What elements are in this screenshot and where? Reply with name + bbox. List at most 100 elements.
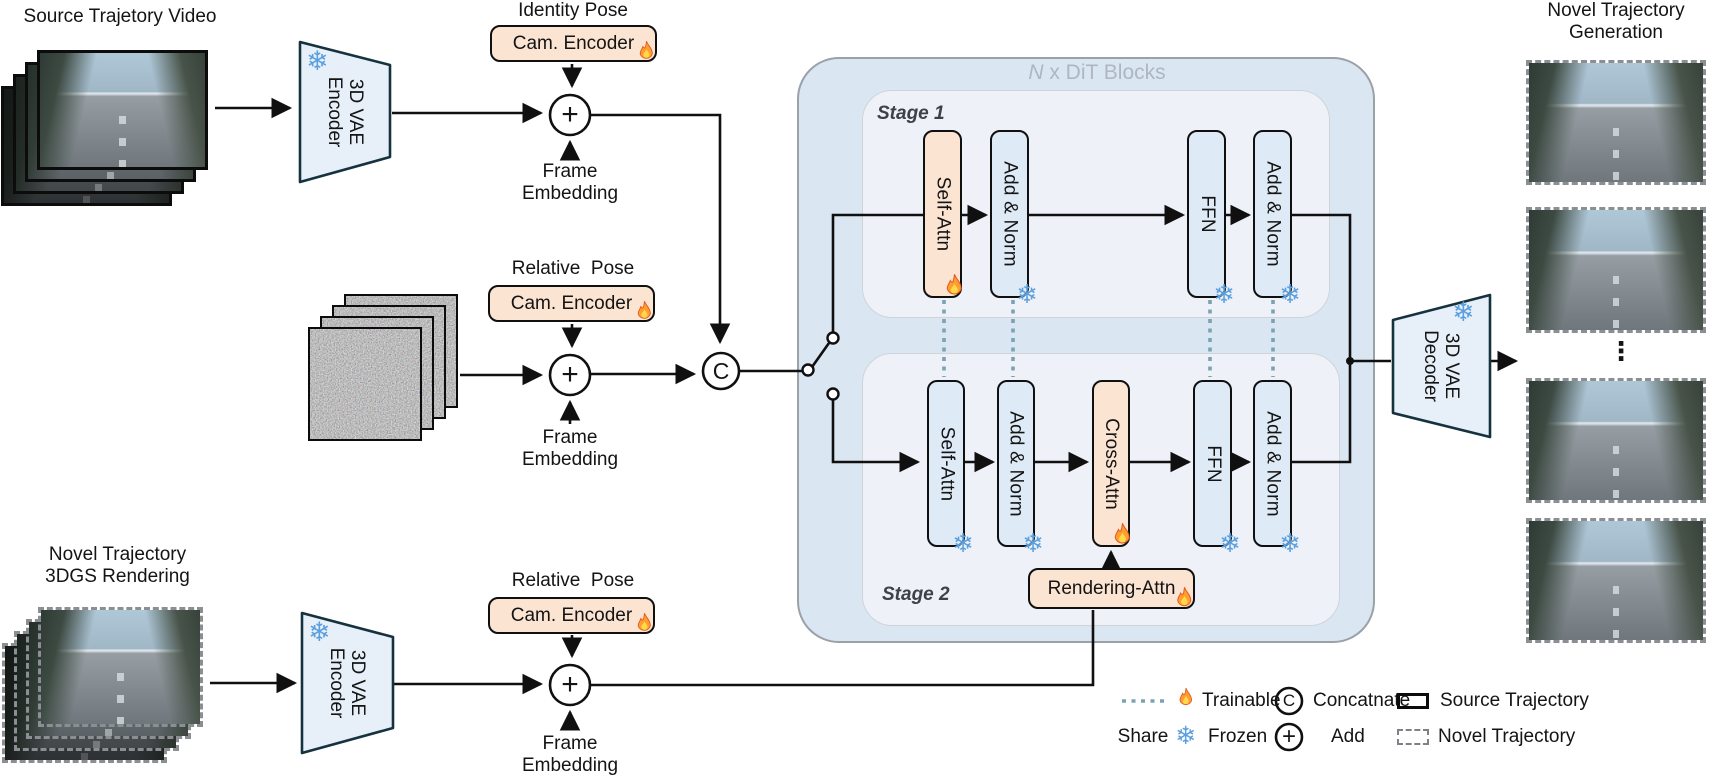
trainable-fire-icon bbox=[939, 273, 970, 304]
dit-title-rest: x DiT Blocks bbox=[1043, 61, 1166, 84]
frozen-snowflake-icon: ❄ bbox=[1279, 279, 1301, 309]
output-frame-2 bbox=[1526, 207, 1706, 333]
dit-blocks-title: N x DiT Blocks bbox=[997, 61, 1197, 85]
frozen-snowflake-icon: ❄ bbox=[1219, 528, 1241, 558]
frozen-snowflake-icon: ❄ bbox=[952, 528, 974, 558]
vae-decoder-line2: Decoder bbox=[1420, 330, 1441, 402]
legend-add-label: Add bbox=[1331, 726, 1365, 747]
frame-embedding-top-label: Frame Embedding bbox=[500, 161, 640, 205]
novel-rendering-line1: Novel Trajectory bbox=[48, 544, 187, 565]
legend-source-rect-icon bbox=[1397, 693, 1429, 709]
stage1-self-attn-label: Self-Attn bbox=[932, 176, 954, 252]
stage2-add-norm-1-label: Add & Norm bbox=[1006, 410, 1028, 517]
frame-embedding-top-line2: Embedding bbox=[521, 183, 619, 204]
stage2-self-attn-label: Self-Attn bbox=[936, 426, 958, 501]
frame-embedding-mid-line2: Embedding bbox=[521, 449, 619, 470]
stage2-add-norm-2-block: Add & Norm ❄ bbox=[1253, 380, 1301, 556]
cam-encoder-top: Cam. Encoder bbox=[490, 25, 657, 62]
rendering-attn-block: Rendering-Attn bbox=[1028, 568, 1195, 609]
trainable-fire-icon bbox=[631, 612, 658, 639]
frozen-snowflake-icon: ❄ bbox=[1022, 528, 1044, 558]
cam-encoder-top-label: Cam. Encoder bbox=[512, 32, 635, 54]
trainable-fire-icon bbox=[1170, 586, 1199, 615]
frame-embedding-bottom-label: Frame Embedding bbox=[500, 733, 640, 777]
stage1-label: Stage 1 bbox=[877, 103, 945, 124]
trainable-fire-icon bbox=[1173, 687, 1199, 713]
stage2-add-norm-1-block: Add & Norm ❄ bbox=[997, 380, 1044, 556]
frozen-snowflake-icon: ❄ bbox=[1175, 722, 1196, 750]
trainable-fire-icon bbox=[631, 300, 658, 327]
stage2-add-norm-2-label: Add & Norm bbox=[1262, 410, 1284, 517]
vae-decoder-label: 3D VAE Decoder bbox=[1420, 296, 1462, 436]
add-operator-bottom: + bbox=[561, 668, 579, 701]
frozen-snowflake-icon: ❄ bbox=[1213, 279, 1235, 309]
frozen-snowflake-icon: ❄ bbox=[306, 46, 329, 76]
relative-pose-mid-label: Relative Pose bbox=[511, 258, 635, 279]
add-operator-mid: + bbox=[561, 358, 579, 391]
frozen-snowflake-icon: ❄ bbox=[308, 617, 331, 647]
frozen-snowflake-icon: ❄ bbox=[1279, 528, 1301, 558]
frozen-snowflake-icon: ❄ bbox=[1452, 297, 1475, 327]
legend-concat-label: Concatnate bbox=[1313, 690, 1411, 711]
noise-frame-1 bbox=[308, 327, 422, 441]
stage1-ffn-block: FFN ❄ bbox=[1187, 130, 1235, 307]
cam-encoder-mid-label: Cam. Encoder bbox=[510, 292, 633, 314]
legend-add-icon: + bbox=[1281, 723, 1296, 750]
stage2-ffn-block: FFN ❄ bbox=[1193, 380, 1241, 556]
add-operator-top: + bbox=[561, 98, 579, 131]
output-frame-3 bbox=[1526, 378, 1706, 503]
source-frame-1 bbox=[37, 50, 208, 170]
stage2-cross-attn-label: Cross-Attn bbox=[1101, 417, 1122, 510]
relative-pose-bottom-label: Relative Pose bbox=[511, 570, 635, 591]
output-frame-4 bbox=[1526, 518, 1706, 643]
output-ellipsis: ⋮ bbox=[1608, 336, 1634, 366]
vae-encoder-top-line2: Encoder bbox=[324, 76, 345, 148]
vae-encoder-top-line1: 3D VAE bbox=[345, 78, 366, 146]
novel-rendering-line2: 3DGS Rendering bbox=[45, 566, 190, 587]
stage1-self-attn-block: Self-Attn bbox=[923, 130, 962, 298]
trainable-fire-icon bbox=[633, 40, 660, 67]
frame-embedding-bottom-line2: Embedding bbox=[521, 755, 619, 776]
vae-encoder-bottom-line1: 3D VAE bbox=[347, 649, 368, 717]
cam-encoder-bottom-label: Cam. Encoder bbox=[510, 604, 633, 626]
frame-embedding-top-line1: Frame bbox=[542, 161, 598, 182]
trainable-fire-icon bbox=[1107, 522, 1138, 553]
legend-trainable-label: Trainable bbox=[1202, 690, 1281, 711]
frame-embedding-mid-label: Frame Embedding bbox=[500, 427, 640, 471]
legend-concat-icon: C bbox=[1282, 691, 1296, 710]
rendering-attn-label: Rendering-Attn bbox=[1047, 577, 1176, 599]
cam-encoder-bottom: Cam. Encoder bbox=[488, 597, 655, 634]
cam-encoder-mid: Cam. Encoder bbox=[488, 285, 655, 322]
frozen-snowflake-icon: ❄ bbox=[1016, 279, 1038, 309]
stage2-cross-attn-block: Cross-Attn bbox=[1092, 380, 1130, 547]
stage1-ffn-label: FFN bbox=[1196, 195, 1218, 233]
dit-title-n: N bbox=[1028, 61, 1044, 84]
legend-source-label: Source Trajectory bbox=[1440, 690, 1589, 711]
output-title-line1: Novel Trajectory bbox=[1547, 0, 1685, 21]
legend-share-label: Share bbox=[1117, 726, 1169, 747]
stage1-add-norm-2-block: Add & Norm ❄ bbox=[1253, 130, 1301, 307]
novel-rendering-title: Novel Trajectory 3DGS Rendering bbox=[5, 544, 230, 588]
vae-encoder-bottom-label: 3D VAE Encoder bbox=[326, 613, 368, 753]
legend-novel-label: Novel Trajectory bbox=[1438, 726, 1576, 747]
output-title-line2: Generation bbox=[1568, 22, 1663, 43]
concat-operator: C bbox=[712, 357, 730, 384]
legend-frozen-label: Frozen bbox=[1208, 726, 1268, 747]
stage1-add-norm-1-block: Add & Norm ❄ bbox=[990, 130, 1038, 307]
frame-embedding-mid-line1: Frame bbox=[542, 427, 598, 448]
frame-embedding-bottom-line1: Frame bbox=[542, 733, 598, 754]
output-title: Novel Trajectory Generation bbox=[1516, 0, 1716, 44]
stage2-label: Stage 2 bbox=[882, 584, 950, 605]
vae-decoder-line1: 3D VAE bbox=[1441, 332, 1462, 400]
legend-novel-rect-icon bbox=[1397, 729, 1429, 745]
vae-encoder-top-label: 3D VAE Encoder bbox=[324, 42, 366, 182]
rendering-frame-1 bbox=[38, 607, 203, 727]
output-frame-1 bbox=[1526, 60, 1706, 185]
stage1-add-norm-2-label: Add & Norm bbox=[1262, 161, 1284, 267]
identity-pose-label: Identity Pose bbox=[518, 0, 628, 21]
vae-encoder-bottom-line2: Encoder bbox=[326, 647, 347, 719]
stage1-add-norm-1-label: Add & Norm bbox=[999, 161, 1021, 267]
source-video-title: Source Trajetory Video bbox=[23, 6, 217, 27]
stage2-self-attn-block: Self-Attn ❄ bbox=[927, 380, 974, 556]
